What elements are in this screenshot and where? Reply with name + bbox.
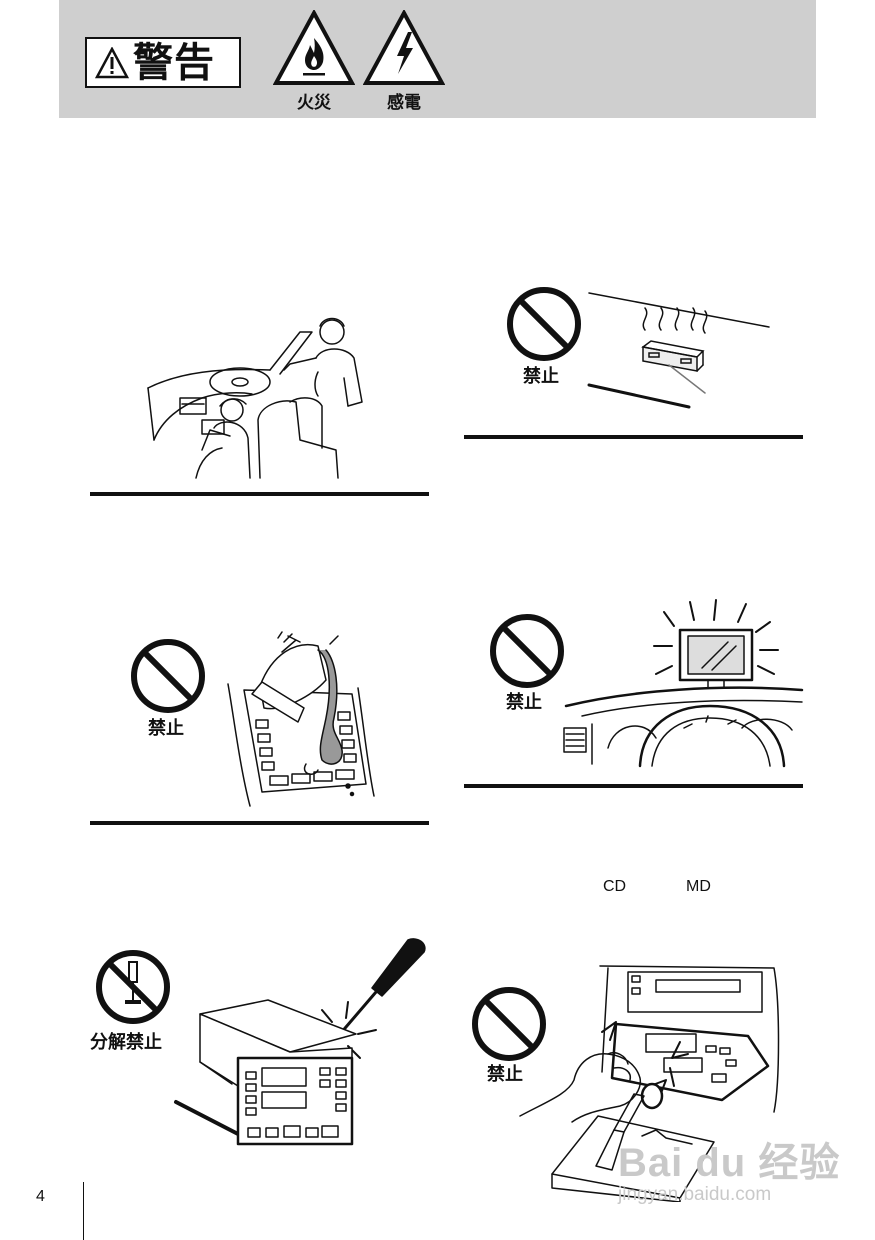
liquid-spill-illustration	[227, 631, 375, 807]
section-rule	[90, 821, 429, 825]
installation-illustration	[147, 317, 363, 479]
section-rule	[90, 492, 429, 496]
prohibited-caption: 禁止	[506, 692, 542, 713]
warning-title: 警告	[133, 39, 215, 86]
section-rule	[464, 435, 803, 439]
fire-hazard: 火災	[271, 8, 357, 113]
md-label: MD	[686, 878, 711, 895]
fire-hazard-label: 火災	[297, 93, 331, 113]
disassembly-prohibited-icon	[96, 950, 170, 1024]
electric-hazard-label: 感電	[387, 93, 421, 113]
disassembly-illustration	[174, 938, 426, 1146]
cd-label: CD	[603, 878, 627, 895]
prohibited-icon	[490, 614, 564, 688]
prohibited-caption: 禁止	[487, 1064, 523, 1085]
page-number: 4	[36, 1188, 45, 1205]
baidu-watermark: Bai du 经验 jingyan.baidu.com	[618, 1130, 840, 1206]
prohibited-icon	[131, 639, 205, 713]
watermark-brand: Bai du 经验	[618, 1141, 841, 1185]
section-rule	[464, 784, 803, 788]
prohibited-caption: 禁止	[148, 718, 184, 739]
heat-source-illustration	[587, 292, 770, 409]
watermark-url: jingyan.baidu.com	[618, 1184, 772, 1205]
disc-slot-illustration	[519, 965, 780, 1202]
monitor-dashboard-illustration	[563, 599, 804, 768]
electric-hazard: 感電	[361, 8, 447, 113]
electric-shock-icon	[362, 8, 446, 85]
warning-banner: 警告 火災 感電	[59, 0, 816, 118]
page-number-divider	[83, 1182, 84, 1240]
fire-hazard-icon	[272, 8, 356, 85]
prohibited-icon	[472, 987, 546, 1061]
prohibited-caption: 禁止	[523, 366, 559, 387]
disassembly-prohibited-caption: 分解禁止	[90, 1032, 162, 1053]
caution-triangle-icon	[95, 46, 129, 78]
prohibited-icon	[507, 287, 581, 361]
warning-label-box: 警告	[85, 37, 241, 88]
